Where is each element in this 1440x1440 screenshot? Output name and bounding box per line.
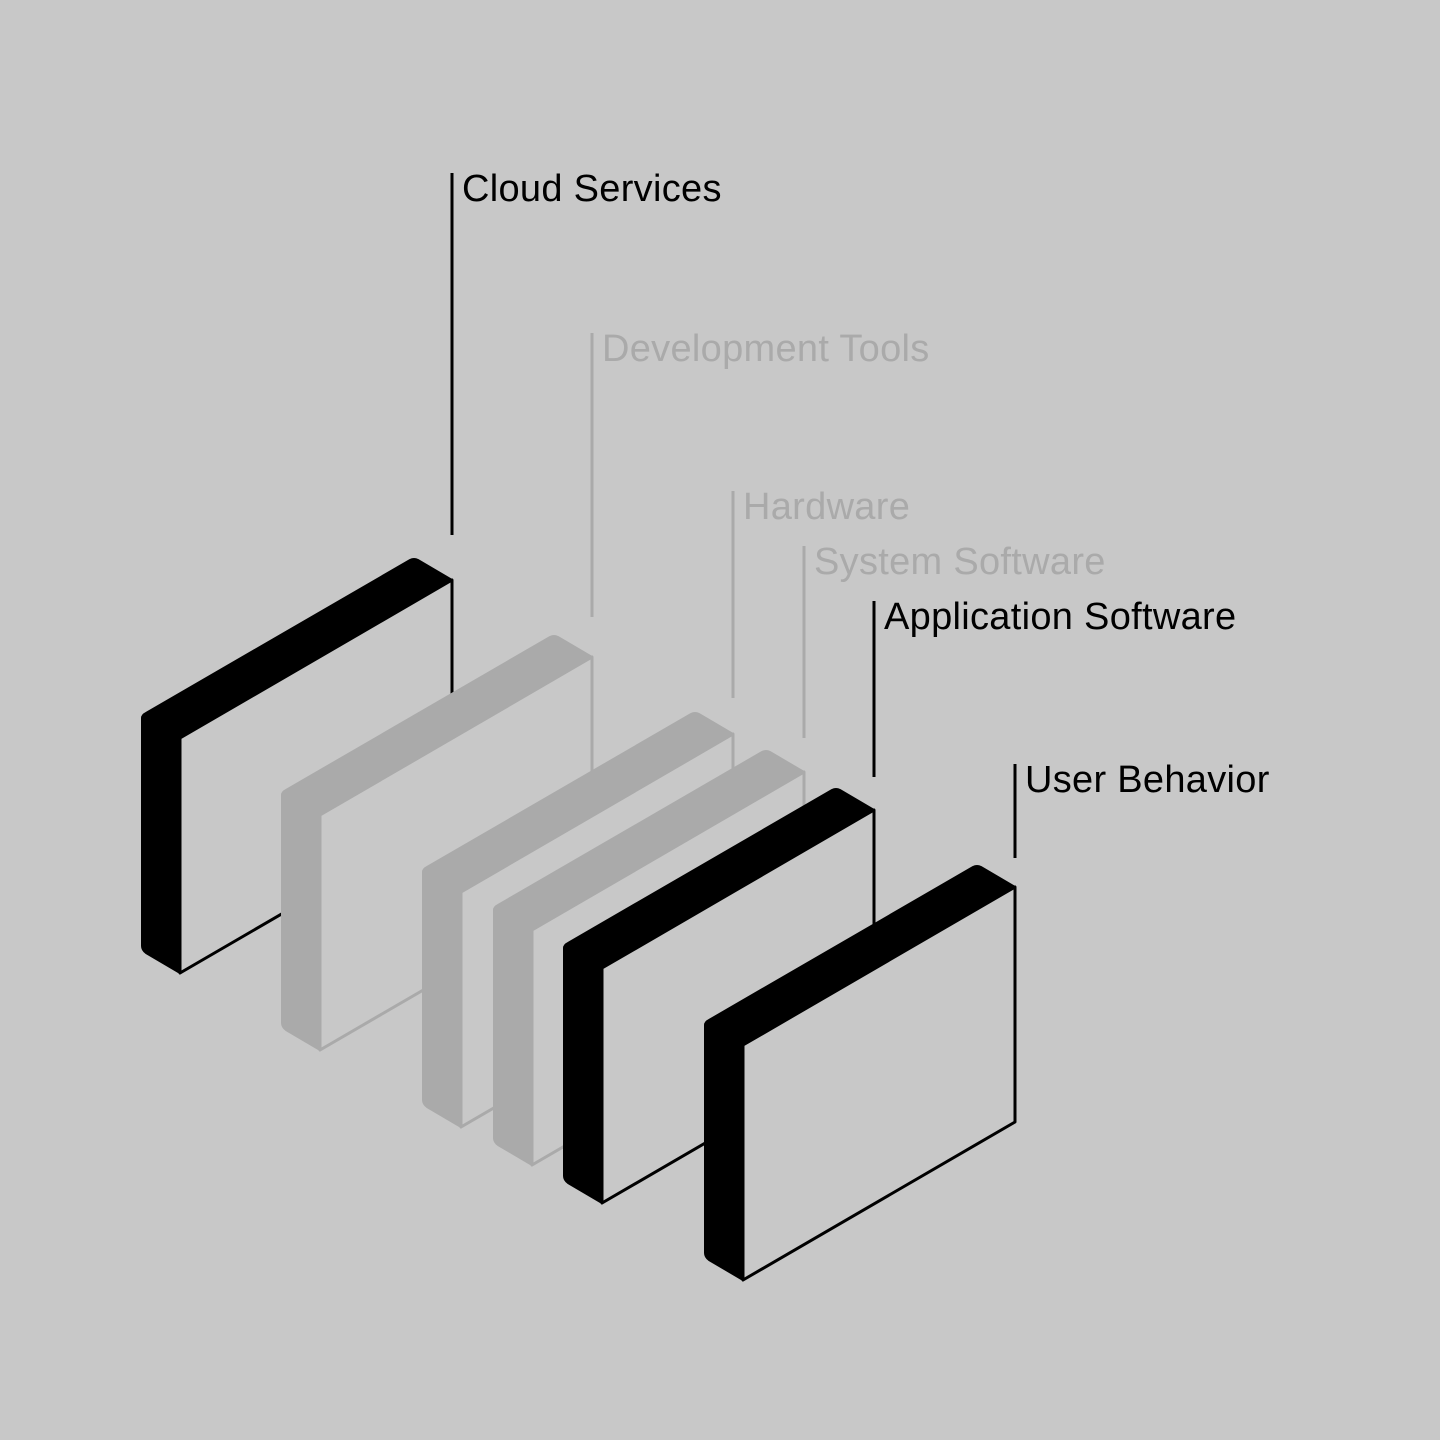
panel-edge (422, 712, 734, 1128)
layer-label: Development Tools (602, 328, 930, 370)
layer-label: System Software (814, 541, 1106, 583)
panel-edge (493, 750, 805, 1166)
layer-label: Application Software (884, 596, 1237, 638)
layer-label: User Behavior (1025, 759, 1270, 801)
layer-label: Hardware (743, 486, 911, 528)
layer-label: Cloud Services (462, 168, 722, 210)
panel-edge (704, 865, 1016, 1281)
panel-edge (141, 558, 453, 974)
layer-panel-user-behavior (704, 764, 1017, 1282)
panel-edge (281, 635, 593, 1051)
panel-edge (563, 788, 875, 1204)
